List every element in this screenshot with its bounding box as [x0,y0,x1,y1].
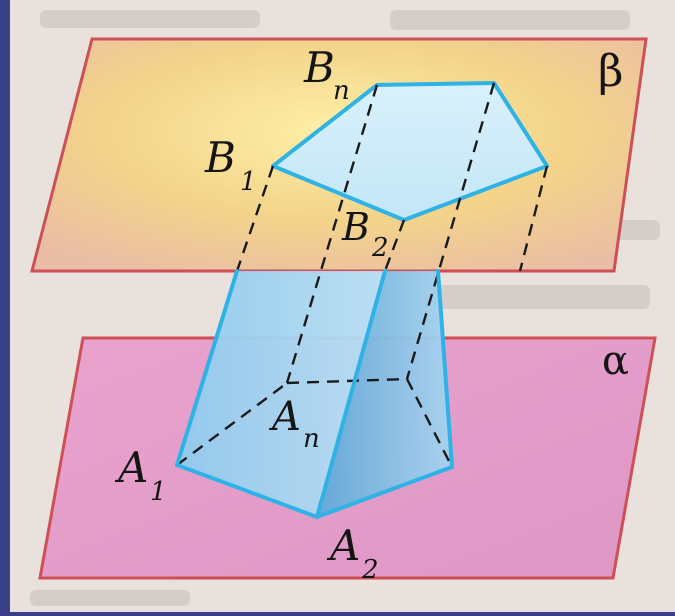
vertex-label-a2: A 2 [326,521,379,585]
vertex-bn-letter: B [303,43,335,92]
vertex-b1-letter: B [204,133,236,182]
vertex-b2-subscript: 2 [371,233,389,263]
visible-edges [175,269,454,519]
vertex-a1-letter: A [114,443,148,492]
vertex-label-a1: A 1 [114,443,167,507]
plane-alpha-label: α [602,338,629,384]
top-base-polygon [271,81,549,222]
vertex-a1-subscript: 1 [150,477,167,507]
prism-right-face [317,271,452,517]
vertex-bn-subscript: n [333,76,350,106]
vertex-b1-subscript: 1 [240,167,257,197]
vertex-an-letter: A [268,394,301,440]
vertex-a2-letter: A [326,521,360,570]
vertex-label-b1: B 1 [204,133,257,197]
vertex-an-subscript: n [303,424,320,454]
vertex-label-an: A n [268,394,320,454]
vertex-a2-subscript: 2 [361,555,379,585]
hidden-edges [176,82,549,468]
vertex-label-bn: B n [303,43,350,106]
vertex-label-b2: B 2 [341,205,389,263]
vertex-b2-letter: B [341,205,370,249]
plane-beta-label: β [598,46,623,97]
